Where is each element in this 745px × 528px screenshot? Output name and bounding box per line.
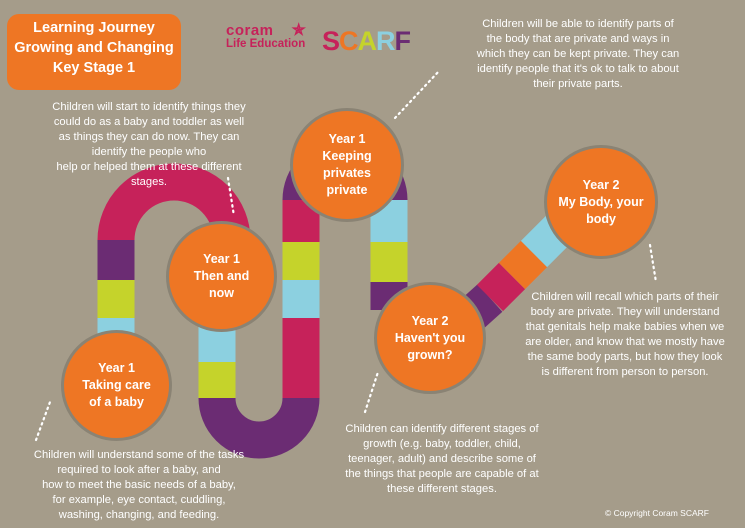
description-line: Children will recall which parts of thei… xyxy=(531,291,719,303)
description-line: identify people that it's ok to talk to … xyxy=(477,63,679,75)
path-segment xyxy=(198,396,320,459)
connector-line xyxy=(363,370,380,414)
path-segment xyxy=(97,163,251,241)
description-line: required to look after a baby, and xyxy=(57,464,221,476)
description-line: could do as a baby and toddler as well xyxy=(53,116,245,128)
step-circle-my-body-your-body: Year 2 My Body, your body xyxy=(544,145,658,259)
title-line: Learning Journey xyxy=(33,20,155,36)
step-title-line: Then and xyxy=(193,269,250,283)
coram-wordmark: coram xyxy=(226,22,274,39)
step-description-my-body-your-body: Children will recall which parts of thei… xyxy=(512,290,738,380)
step-year: Year 1 xyxy=(98,361,135,375)
step-title-line: now xyxy=(209,286,234,300)
description-line: body are private. They will understand xyxy=(530,306,720,318)
path-segment xyxy=(498,240,548,290)
step-year: Year 2 xyxy=(411,313,449,328)
step-title-line: Taking care xyxy=(82,378,151,392)
step-title-line: Haven't you xyxy=(394,330,466,345)
description-line: washing, changing, and feeding. xyxy=(58,509,220,521)
step-circle-havent-you-grown: Year 2 Haven't you grown? xyxy=(374,282,486,394)
scarf-letter: F xyxy=(394,26,411,56)
description-line: Children will be able to identify parts … xyxy=(482,18,674,30)
description-line: which they can be kept private. They can xyxy=(476,48,680,60)
connector-line xyxy=(393,68,442,120)
copyright: © Copyright Coram SCARF xyxy=(604,508,709,518)
step-title-line: Keeping xyxy=(322,149,372,163)
step-title-line: of a baby xyxy=(89,395,144,409)
person-star-icon: ✯ xyxy=(292,22,306,39)
scarf-letter: R xyxy=(376,26,395,56)
description-line: the same body parts, but how they look xyxy=(527,351,723,363)
description-line: for example, eye contact, cuddling, xyxy=(52,494,226,506)
step-description-havent-you-grown: Children can identify different stages o… xyxy=(322,422,562,497)
connector-line xyxy=(226,176,236,218)
description-line: teenager, adult) and describe some of xyxy=(348,453,536,465)
step-title-line: My Body, your xyxy=(558,194,644,209)
connector-line xyxy=(648,243,658,284)
description-line: growth (e.g. baby, toddler, child, xyxy=(363,438,521,450)
step-description-keeping-privates-private: Children will be able to identify parts … xyxy=(450,17,706,92)
description-line: is different from person to person. xyxy=(541,366,709,378)
step-title-line: grown? xyxy=(407,347,453,362)
scarf-letter: C xyxy=(339,26,358,56)
step-title-line: privates xyxy=(323,166,371,180)
description-line: how to meet the basic needs of a baby, xyxy=(42,479,236,491)
scarf-logo: SCARF xyxy=(322,26,411,57)
description-line: as things they can do now. They can xyxy=(58,131,240,143)
step-year: Year 2 xyxy=(582,177,620,192)
description-line: Children will start to identify things t… xyxy=(52,101,246,113)
description-line: Children can identify different stages o… xyxy=(345,423,539,435)
step-title-line: private xyxy=(326,183,368,197)
description-line: the things that people are capable of at xyxy=(345,468,539,480)
coram-logo: coram ✯ Life Education xyxy=(226,22,305,50)
scarf-letter: A xyxy=(357,26,377,56)
description-line: stages. xyxy=(130,176,168,188)
description-line: Children will understand some of the tas… xyxy=(33,449,245,461)
description-line: their private parts. xyxy=(533,78,623,90)
step-year: Year 1 xyxy=(203,252,240,266)
coram-subtitle: Life Education xyxy=(226,38,306,50)
description-line: these different stages. xyxy=(387,483,497,495)
description-line: are older, and know that we mostly have xyxy=(525,336,725,348)
title-box: Learning Journey Growing and Changing Ke… xyxy=(7,14,181,90)
description-line: help or helped them at these different xyxy=(56,161,242,173)
title-line: Key Stage 1 xyxy=(52,60,136,76)
connector-line xyxy=(34,400,52,442)
step-year: Year 1 xyxy=(328,132,366,146)
step-description-then-and-now: Children will start to identify things t… xyxy=(14,100,284,190)
step-title-line: body xyxy=(586,211,616,226)
step-description-taking-care: Children will understand some of the tas… xyxy=(14,448,264,523)
scarf-letter: S xyxy=(322,26,340,56)
title-line: Growing and Changing xyxy=(14,40,174,56)
description-line: the body that are private and ways in xyxy=(486,33,670,45)
step-circle-then-and-now: Year 1 Then and now xyxy=(166,221,277,332)
step-circle-taking-care: Year 1 Taking care of a baby xyxy=(61,330,172,441)
description-line: that genitals help make babies when we xyxy=(525,321,725,333)
step-circle-keeping-privates-private: Year 1 Keeping privates private xyxy=(290,108,404,222)
path-segment xyxy=(476,262,526,312)
description-line: identify the people who xyxy=(91,146,207,158)
